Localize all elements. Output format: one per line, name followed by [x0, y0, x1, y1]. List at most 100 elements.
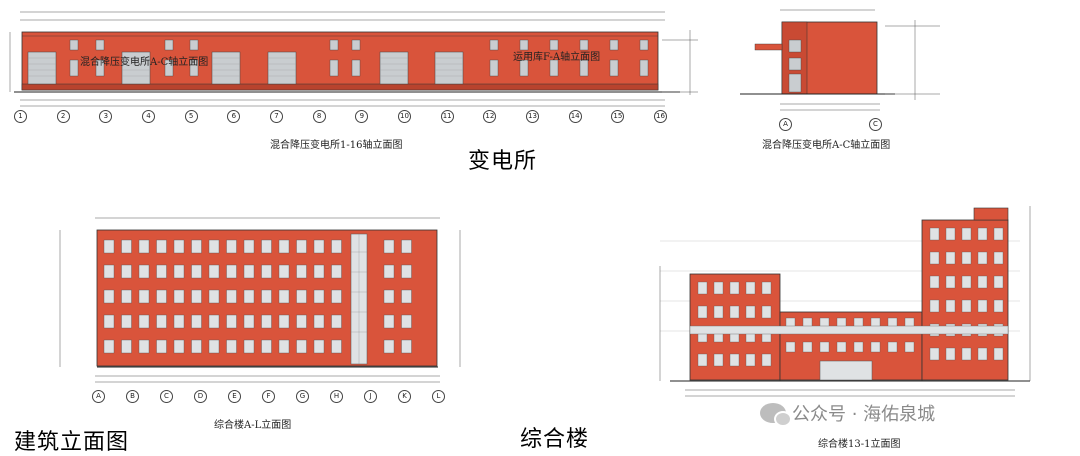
axis-bubble: 1: [14, 110, 27, 123]
complex-building-label: 综合楼: [520, 427, 590, 452]
axis-bubble: A: [779, 118, 792, 131]
window: [977, 251, 988, 265]
window: [729, 353, 740, 367]
complex-13-1-title: 综合楼13-1立面图: [818, 439, 901, 450]
window: [331, 264, 342, 279]
window: [173, 314, 185, 329]
window: [121, 289, 132, 304]
wechat-icon: [760, 403, 792, 427]
window: [243, 314, 255, 329]
window: [156, 264, 167, 279]
window: [929, 299, 940, 313]
window: [156, 339, 167, 354]
window: [208, 239, 220, 254]
window: [383, 264, 395, 279]
window: [103, 289, 115, 304]
window: [313, 339, 325, 354]
axis-bubble: F: [262, 390, 275, 403]
window: [313, 289, 325, 304]
window: [945, 227, 956, 241]
window: [173, 264, 185, 279]
window: [383, 339, 395, 354]
window: [278, 264, 290, 279]
axis-bubble: A: [92, 390, 105, 403]
window: [278, 339, 290, 354]
axis-bubble: 12: [483, 110, 497, 123]
axis-bubble: C: [160, 390, 173, 403]
axis-bubble: 6: [227, 110, 241, 123]
window: [103, 339, 115, 354]
window: [929, 347, 940, 361]
window: [961, 347, 972, 361]
substation-tag-left: 混合降压变电所A-C轴立面图: [80, 57, 209, 68]
window: [313, 264, 325, 279]
window: [156, 239, 167, 254]
window: [138, 264, 150, 279]
window: [121, 264, 132, 279]
window: [103, 239, 115, 254]
window: [103, 264, 115, 279]
window: [383, 314, 395, 329]
window: [697, 305, 708, 319]
window: [383, 239, 395, 254]
window: [945, 299, 956, 313]
complex-a-l-title: 综合楼A-L立面图: [214, 420, 292, 431]
axis-bubble: G: [296, 390, 309, 403]
window: [278, 239, 290, 254]
window: [296, 289, 307, 304]
window: [761, 281, 772, 295]
window: [296, 339, 307, 354]
window: [713, 353, 724, 367]
window: [226, 339, 237, 354]
window: [191, 289, 202, 304]
window: [887, 341, 898, 353]
window: [173, 339, 185, 354]
substation-a-c-title: 混合降压变电所A-C轴立面图: [762, 140, 891, 151]
window: [296, 264, 307, 279]
window: [697, 353, 708, 367]
window: [945, 275, 956, 289]
window: [993, 227, 1004, 241]
window: [729, 281, 740, 295]
window: [961, 227, 972, 241]
window: [945, 251, 956, 265]
axis-bubble: L: [432, 390, 445, 403]
window: [243, 289, 255, 304]
window: [745, 281, 756, 295]
axis-bubble: 7: [270, 110, 283, 123]
window: [173, 239, 185, 254]
substation-1-16-title: 混合降压变电所1-16轴立面图: [270, 140, 403, 151]
window: [191, 239, 202, 254]
window: [761, 353, 772, 367]
window: [261, 264, 272, 279]
window: [761, 305, 772, 319]
window: [993, 275, 1004, 289]
window: [208, 264, 220, 279]
window: [929, 227, 940, 241]
window: [853, 341, 864, 353]
axis-bubble: B: [126, 390, 139, 403]
window: [745, 353, 756, 367]
window: [383, 289, 395, 304]
window: [945, 347, 956, 361]
window: [331, 289, 342, 304]
axis-bubble: 13: [526, 110, 539, 123]
window: [802, 341, 813, 353]
window: [313, 314, 325, 329]
window: [243, 239, 255, 254]
window: [929, 251, 940, 265]
window: [977, 347, 988, 361]
window: [226, 289, 237, 304]
window: [961, 299, 972, 313]
window: [296, 314, 307, 329]
window: [208, 314, 220, 329]
window: [121, 314, 132, 329]
window: [208, 289, 220, 304]
window: [977, 275, 988, 289]
axis-bubble: 2: [56, 110, 70, 123]
window: [993, 251, 1004, 265]
window: [729, 305, 740, 319]
window: [401, 289, 412, 304]
